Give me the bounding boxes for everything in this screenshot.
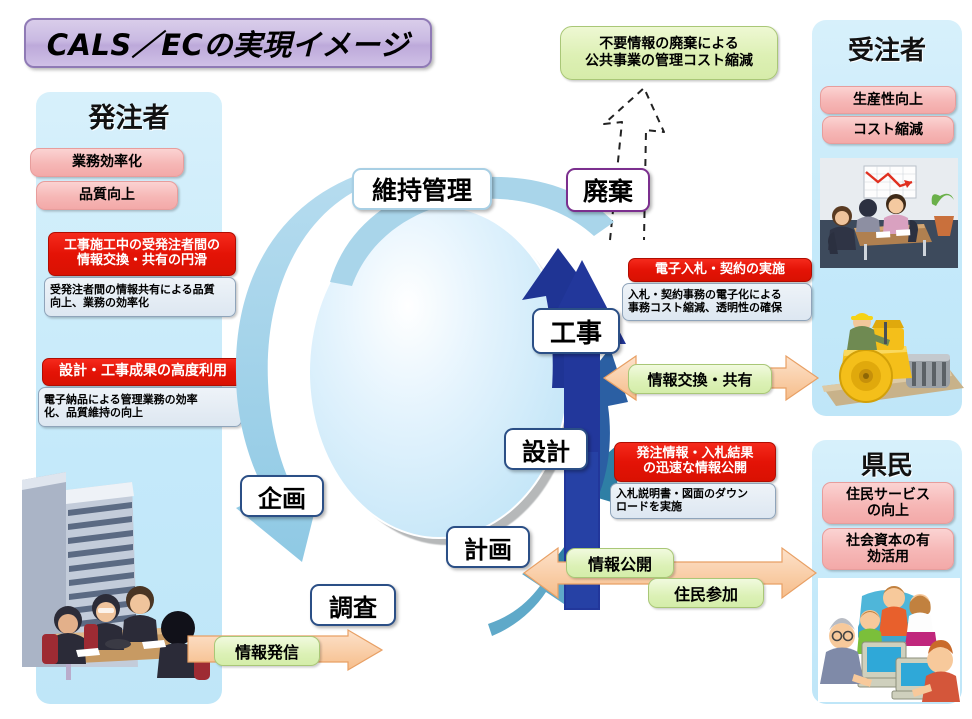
- pill-cost-reduction: コスト縮減: [822, 116, 954, 144]
- flow-label-info-transmission: 情報発信: [214, 636, 320, 666]
- callout-e-bidding-body: 入札・契約事務の電子化による 事務コスト縮減、透明性の確保: [622, 283, 812, 321]
- page-title: CALS／ECの実現イメージ: [46, 28, 410, 62]
- flow-label-info-disclosure: 情報公開: [566, 548, 674, 578]
- page-title-banner: CALS／ECの実現イメージ: [24, 18, 432, 68]
- stage-label-construction[interactable]: 工事: [532, 308, 620, 354]
- left-panel-heading: 発注者: [88, 103, 170, 134]
- callout-design-results-head: 設計・工事成果の高度利用: [42, 358, 244, 386]
- pill-productivity-improvement: 生産性向上: [820, 86, 956, 114]
- cycle-arrow-left-descending-icon: [230, 170, 410, 570]
- right-panel-residents-heading: 県民: [860, 451, 913, 481]
- stage-label-design[interactable]: 設計: [504, 428, 588, 470]
- business-meeting-illustration: [820, 158, 958, 268]
- callout-order-info-disclosure-head: 発注情報・入札結果 の迅速な情報公開: [614, 442, 776, 482]
- callout-e-bidding-head: 電子入札・契約の実施: [628, 258, 812, 282]
- pill-quality-improvement: 品質向上: [36, 181, 178, 210]
- callout-design-results-body: 電子納品による管理業務の効率 化、品質維持の向上: [38, 387, 242, 427]
- callout-construction-info-exchange-head: 工事施工中の受発注者間の 情報交換・共有の円滑: [48, 232, 236, 276]
- stage-label-survey[interactable]: 調査: [310, 584, 396, 626]
- flow-label-resident-participation: 住民参加: [648, 578, 764, 608]
- callout-construction-info-exchange-body: 受発注者間の情報共有による品質 向上、業務の効率化: [44, 277, 236, 317]
- flow-label-info-exchange: 情報交換・共有: [628, 364, 772, 394]
- pill-infrastructure-use: 社会資本の有 効活用: [822, 528, 954, 570]
- stage-label-disposal[interactable]: 廃棄: [566, 168, 650, 212]
- stage-label-plan[interactable]: 計画: [446, 526, 530, 568]
- office-building-meeting-illustration: [14, 452, 214, 687]
- road-roller-illustration: [822, 300, 964, 408]
- callout-order-info-disclosure-body: 入札説明書・図面のダウン ロードを実施: [610, 483, 776, 519]
- dashed-arrow-up-icon: [586, 82, 696, 242]
- family-computers-illustration: [818, 578, 960, 702]
- pill-resident-service: 住民サービス の向上: [822, 482, 954, 524]
- stage-label-planning[interactable]: 企画: [240, 475, 324, 517]
- green-box-disposal-benefit: 不要情報の廃棄による 公共事業の管理コスト縮減: [560, 26, 778, 80]
- right-panel-contractor-heading: 受注者: [847, 36, 926, 66]
- pill-business-efficiency: 業務効率化: [30, 148, 184, 177]
- stage-label-maintenance[interactable]: 維持管理: [352, 168, 492, 210]
